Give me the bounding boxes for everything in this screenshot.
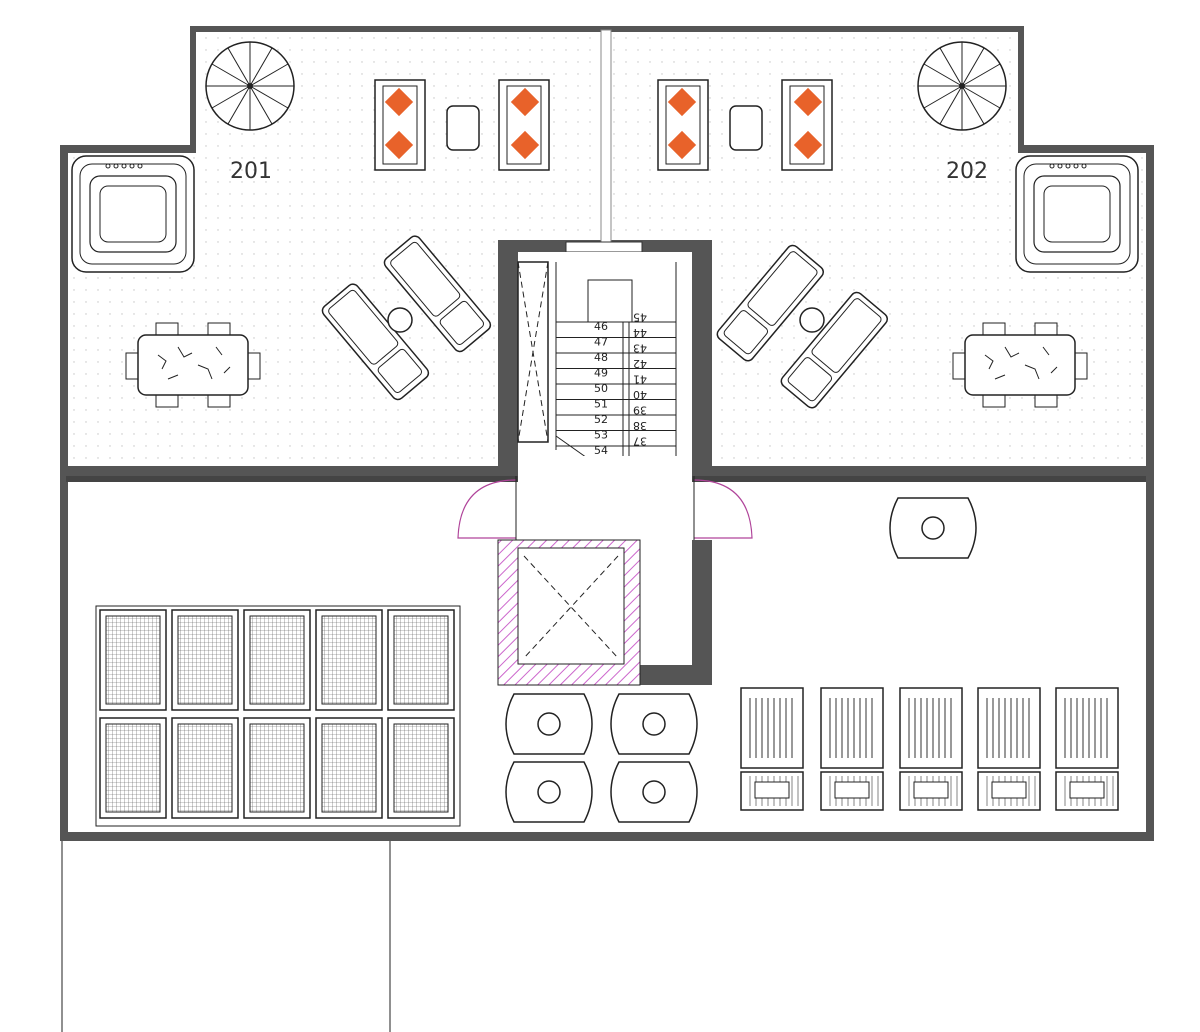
stair-step-labels: 46 47 48 49 50 51 52 53 54 45 44 43 42 41 40 39 38 37 xyxy=(594,311,647,458)
stair-step-label: 48 xyxy=(594,351,608,364)
unit-label-202: 202 xyxy=(946,159,988,184)
stair-step-label: 45 xyxy=(633,311,647,324)
jacuzzi-201 xyxy=(71,155,195,273)
stair-step-label: 40 xyxy=(633,388,647,401)
stair-step-label: 42 xyxy=(633,357,647,370)
stair-step-label: 46 xyxy=(594,320,608,333)
loungers-201 xyxy=(319,232,494,403)
stair-step-label: 54 xyxy=(594,444,608,457)
walls xyxy=(60,26,1154,841)
stair-step-label: 49 xyxy=(594,367,608,380)
solar-panels xyxy=(95,605,461,827)
stair-step-label: 44 xyxy=(633,326,647,339)
stair-step-label: 53 xyxy=(594,429,608,442)
stair-window xyxy=(565,241,643,253)
door-right[interactable] xyxy=(693,479,753,539)
spiral-stair-202 xyxy=(917,41,1007,131)
stair-step-label: 37 xyxy=(633,435,647,448)
unit-divider xyxy=(600,29,612,243)
dining-set-201 xyxy=(125,322,261,408)
stair-step-label: 43 xyxy=(633,342,647,355)
stair-treads xyxy=(556,321,676,462)
jacuzzi-202 xyxy=(1015,155,1139,273)
stair-step-label: 39 xyxy=(633,404,647,417)
spiral-stair-201 xyxy=(205,41,295,131)
stair-step-label: 50 xyxy=(594,382,608,395)
stair-step-label: 52 xyxy=(594,413,608,426)
stair-step-label: 41 xyxy=(633,373,647,386)
stair-step-label: 51 xyxy=(594,398,608,411)
sunbeds xyxy=(740,687,1119,811)
stair-step-label: 38 xyxy=(633,419,647,432)
unit-label-201: 201 xyxy=(230,159,272,184)
dining-set-202 xyxy=(952,322,1088,408)
door-left[interactable] xyxy=(457,479,517,539)
stair-step-label: 47 xyxy=(594,336,608,349)
loungers-202 xyxy=(714,242,891,411)
